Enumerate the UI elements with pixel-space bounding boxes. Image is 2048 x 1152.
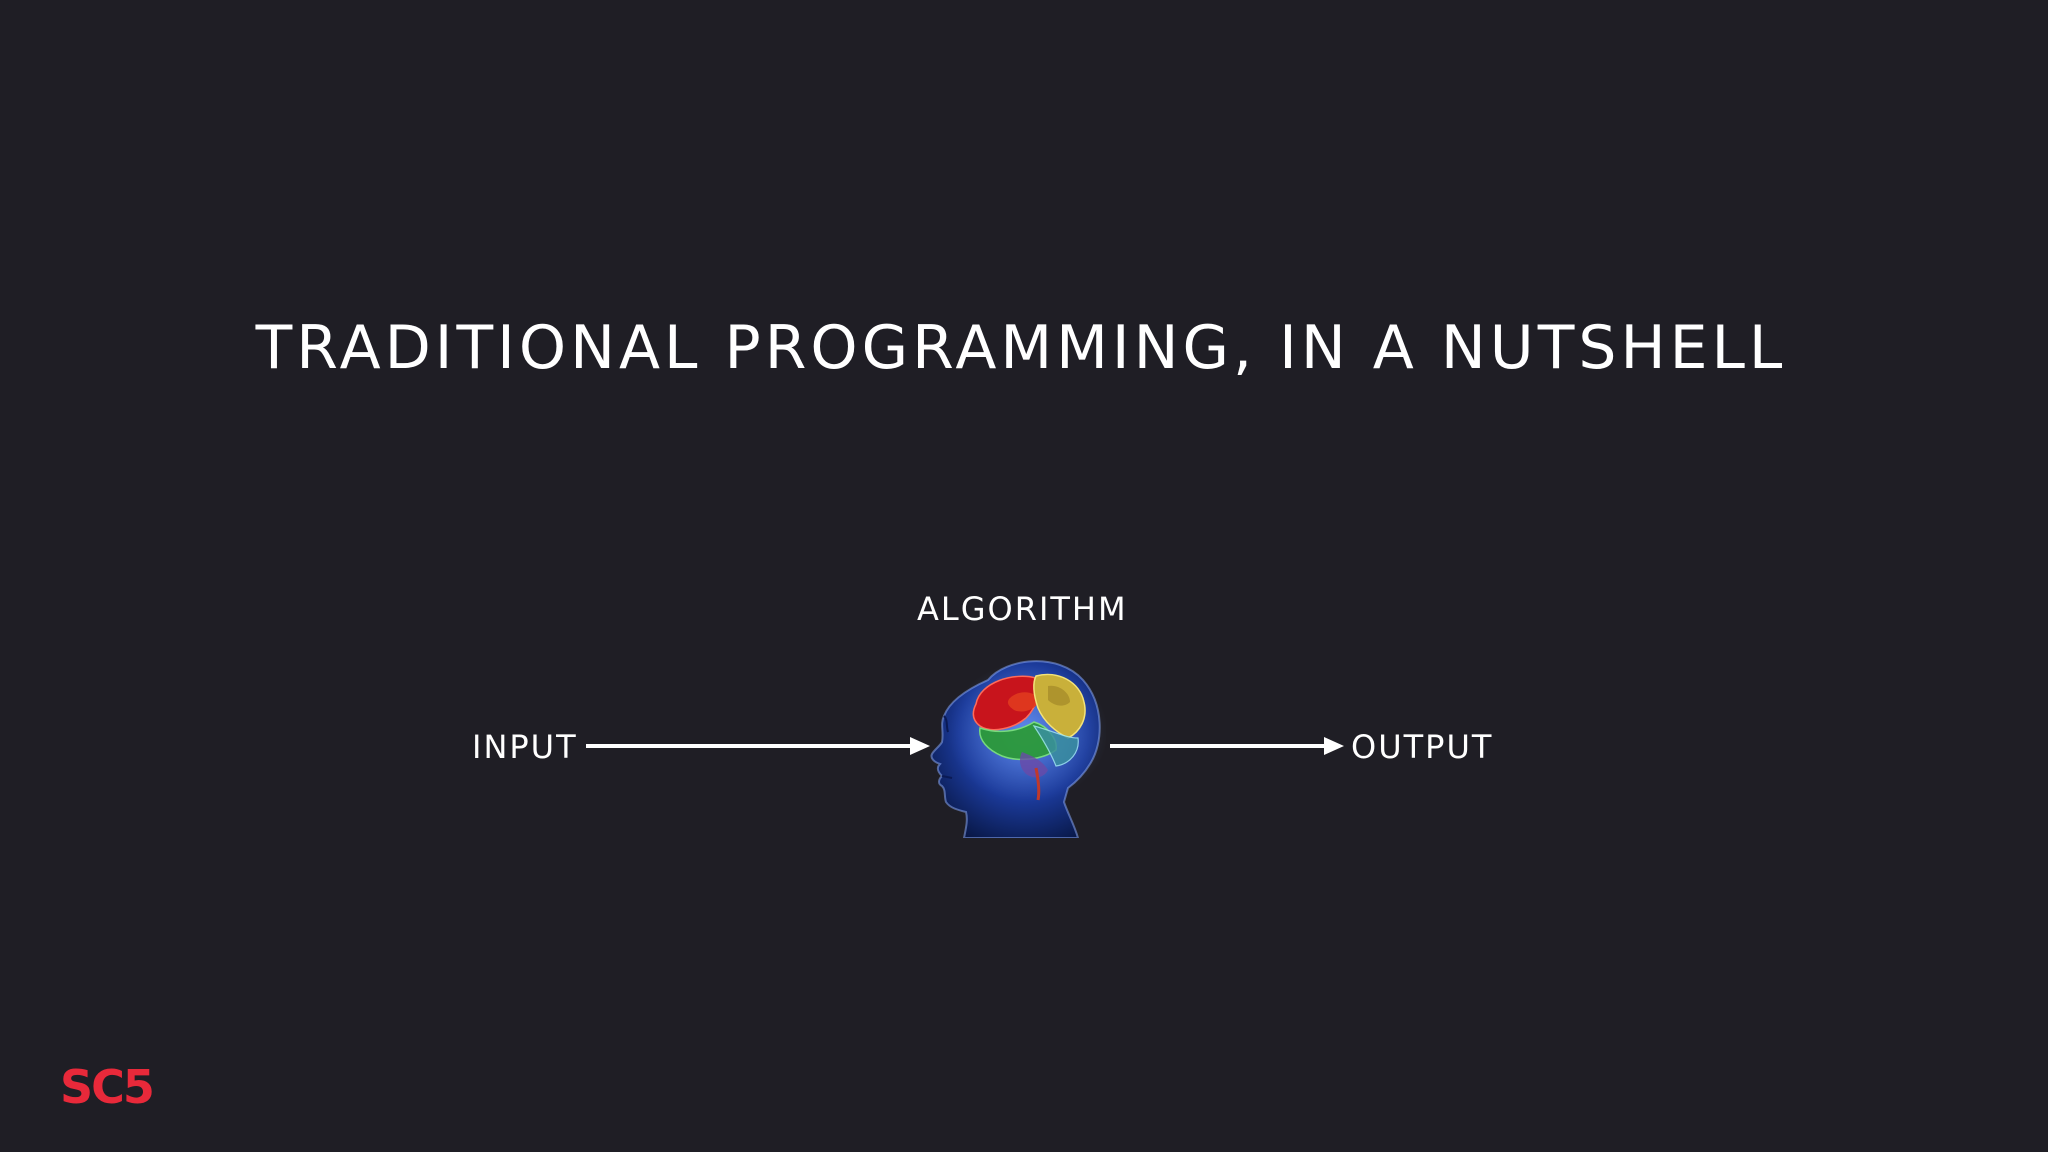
output-label: OUTPUT [1351, 728, 1494, 766]
slide-title: TRADITIONAL PROGRAMMING, IN A NUTSHELL [255, 313, 1787, 383]
brain-head-icon [918, 652, 1106, 838]
output-arrow [1110, 736, 1344, 756]
input-arrow [586, 736, 930, 756]
input-label: INPUT [472, 728, 578, 766]
brand-logo: SC5 [60, 1060, 155, 1114]
algorithm-label: ALGORITHM [917, 590, 1128, 628]
